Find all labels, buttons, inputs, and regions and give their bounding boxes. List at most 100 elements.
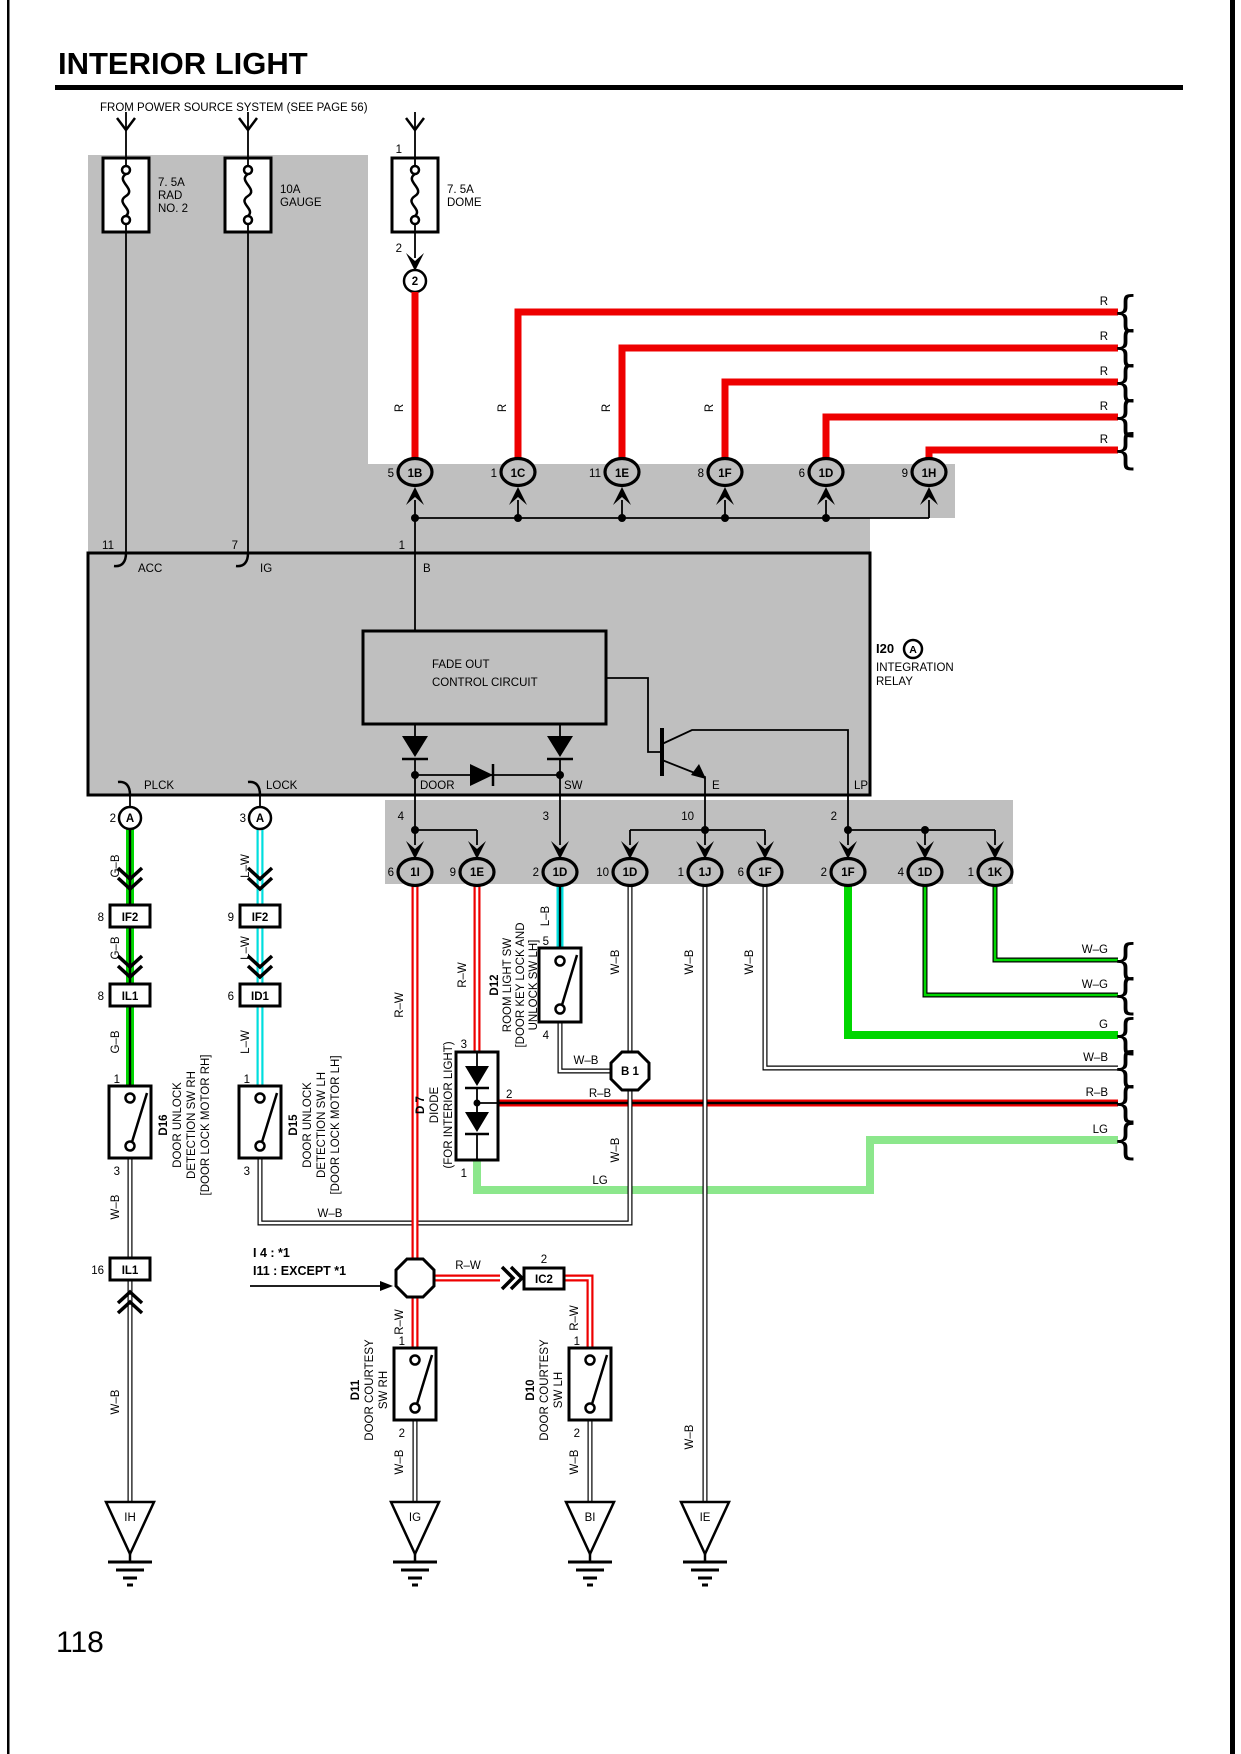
fuse-gauge: [223, 156, 273, 234]
relay-id: I20 A INTEGRATION RELAY: [876, 638, 954, 688]
d12-labels: D12 ROOM LIGHT SW [DOOR KEY LOCK AND UNL…: [489, 922, 599, 1067]
note-line1: I 4 : *1: [253, 1246, 290, 1260]
fuse-dome-pin-top: 1: [396, 144, 402, 156]
ground-ih-label: IH: [124, 1512, 136, 1524]
wire-label-rw-1i: R–W: [394, 992, 406, 1018]
pin-e: E: [712, 780, 720, 792]
edge-r3: R: [1100, 366, 1108, 378]
relay-id-badge: A: [909, 644, 917, 656]
pin-ig-num: 7: [232, 540, 238, 552]
connector-id1-lh-pin: 6: [228, 991, 234, 1003]
fuse-dome: [390, 156, 440, 234]
d12-line2: [DOOR KEY LOCK AND: [515, 922, 527, 1047]
relay-id-code: I20: [876, 641, 894, 656]
brace-rb: {: [1112, 1078, 1139, 1127]
wire-label-rb-inline: R–B: [589, 1088, 612, 1100]
connector-1d4-pin: 4: [898, 867, 905, 879]
edge-r5: R: [1100, 434, 1108, 446]
d15-line3: [DOOR LOCK MOTOR LH]: [330, 1055, 342, 1194]
connector-1d10: 1D: [623, 867, 638, 879]
ground-ie-label: IE: [700, 1512, 711, 1524]
d10-switch: [567, 1346, 613, 1422]
row1-connectors: 1B 5 1C 1 1E 11 1F 8 1D 6 1H 9: [388, 456, 948, 488]
edge-r2: R: [1100, 331, 1108, 343]
connector-1f-pin: 8: [698, 468, 704, 480]
wire-label-r3: R: [601, 404, 613, 412]
d11-id: D11: [350, 1379, 362, 1400]
connector-1d10-pin: 10: [596, 867, 609, 879]
wires-wb: [127, 885, 1118, 1502]
d7-line2: (FOR INTERIOR LIGHT): [443, 1041, 455, 1168]
wire-label-gb3: G–B: [110, 1030, 122, 1053]
wire-label-r4: R: [704, 404, 716, 412]
pin-ig: IG: [260, 563, 272, 575]
page-border-left: [7, 0, 10, 1754]
connector-id1-lh: ID1: [251, 991, 270, 1003]
edge-lg: LG: [1093, 1124, 1108, 1136]
connector-1f6-pin: 6: [738, 867, 744, 879]
brace-r1: {: [1112, 287, 1139, 336]
wire-label-wb-d11: W–B: [394, 1449, 406, 1474]
connector-1d2-pin: 2: [533, 867, 539, 879]
connector-il1-rh2-pin: 16: [91, 1265, 104, 1277]
splice-a-rh: 2 A: [110, 805, 143, 831]
d12-pin-bottom: 4: [543, 1030, 550, 1042]
edge-wg2: W–G: [1082, 979, 1108, 991]
splice-a-lh-pin: 3: [240, 813, 246, 825]
d10-id: D10: [525, 1379, 537, 1400]
pin-e-num: 10: [681, 811, 694, 823]
connector-il1-rh: IL1: [122, 991, 139, 1003]
fuse-labels: 7. 5A RAD NO. 2 10A GAUGE 7. 5A DOME 1 2: [158, 144, 482, 255]
fuse-rad-name: RAD: [158, 190, 182, 202]
d12-line1: ROOM LIGHT SW: [502, 938, 514, 1032]
d16-line3: [DOOR LOCK MOTOR RH]: [200, 1055, 212, 1196]
edge-wg1: W–G: [1082, 944, 1108, 956]
splice-a-lh: 3 A: [240, 805, 273, 831]
d7-id: D 7: [415, 1096, 427, 1114]
wire-label-wb-b1: W–B: [610, 1137, 622, 1162]
d12-id: D12: [489, 974, 501, 995]
pin-sw-num: 3: [543, 811, 549, 823]
pin-b: B: [423, 563, 431, 575]
ic2-link: R–W 2 IC2 R–W 1: [455, 1254, 581, 1348]
note-line2: I11 : EXCEPT *1: [253, 1264, 346, 1278]
connector-1e2: 1E: [470, 867, 484, 879]
connector-1d: 1D: [819, 468, 834, 480]
d10-line1: DOOR COURTESY: [539, 1339, 551, 1441]
wire-label-wb-1f6: W–B: [744, 949, 756, 974]
connector-if2-lh: IF2: [252, 912, 269, 924]
plck-chain: IF2 8 IL1 8 G–B G–B G–B 1: [98, 854, 152, 1086]
fuse-gauge-amp: 10A: [280, 184, 301, 196]
wires-wg: [922, 885, 1118, 998]
wire-label-gb2: G–B: [110, 936, 122, 959]
wire-label-rw-d11: R–W: [394, 1309, 406, 1335]
connector-1e2-pin: 9: [450, 867, 456, 879]
d15-pin-top: 1: [244, 1074, 250, 1086]
connector-1i-pin: 6: [388, 867, 394, 879]
relay-transistor: [606, 677, 849, 795]
row2-connectors: 1I 6 1E 9 1D 2 1D 10 1J 1 1F 6 1F 2 1D 4…: [388, 856, 1014, 888]
splice-a-rh-label: A: [126, 813, 134, 825]
ground-ig-label: IG: [409, 1512, 421, 1524]
row1-bus: [406, 487, 938, 553]
pin-lp-num: 2: [831, 811, 837, 823]
brace-wb: {: [1112, 1043, 1139, 1092]
d11-labels: D11 DOOR COURTESY SW RH 2 W–B: [350, 1339, 406, 1474]
wire-label-wb-d10: W–B: [569, 1449, 581, 1474]
d15-line2: DETECTION SW LH: [316, 1072, 328, 1178]
pin-lock: LOCK: [266, 780, 298, 792]
connector-1b-pin: 5: [388, 468, 394, 480]
d16-line2: DETECTION SW RH: [186, 1071, 198, 1179]
splice-2-label: 2: [412, 276, 418, 288]
d7-area: R–W 3 D 7 DIODE (FOR INTERIOR LIGHT) 2 1: [415, 962, 512, 1180]
d7-pin-top: 3: [461, 1039, 467, 1051]
d7-pin-bottom: 1: [461, 1168, 467, 1180]
relay-name2: RELAY: [876, 676, 913, 688]
wire-label-wb-d12: W–B: [574, 1055, 599, 1067]
wire-label-rw-d10: R–W: [569, 1305, 581, 1331]
pin-acc: ACC: [138, 563, 162, 575]
fuse-rad-no2: [101, 156, 151, 234]
fade-out-box: [361, 629, 608, 726]
right-edge-r-wires: R R R R R { { { { {: [1100, 287, 1139, 474]
d10-pin-bottom: 2: [574, 1428, 580, 1440]
